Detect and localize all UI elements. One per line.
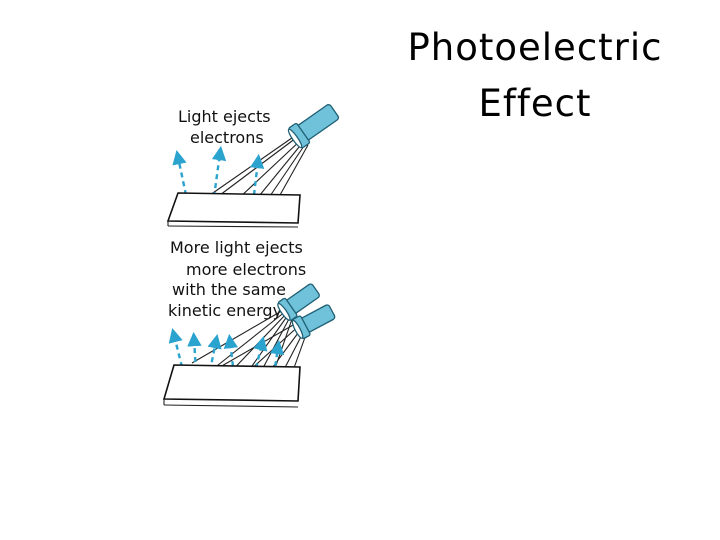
title-line-1: Photoelectric bbox=[370, 20, 700, 76]
electron-arrow bbox=[174, 335, 182, 367]
flashlight-icon bbox=[286, 101, 341, 150]
bottom-label-line-2: more electrons bbox=[186, 260, 306, 279]
bottom-label-line-3: with the same bbox=[172, 280, 286, 299]
bottom-label-line-4: kinetic energy bbox=[168, 301, 282, 320]
top-panel: Light ejects electrons bbox=[168, 101, 341, 227]
title-line-2: Effect bbox=[370, 76, 700, 132]
bottom-metal-plate bbox=[164, 365, 300, 407]
bottom-panel: More light ejects more electrons with th… bbox=[164, 238, 337, 407]
slide-title: Photoelectric Effect bbox=[370, 20, 700, 132]
top-label-line-2: electrons bbox=[190, 128, 264, 147]
electron-arrow bbox=[178, 157, 186, 195]
photoelectric-diagram: Light ejects electrons bbox=[150, 95, 350, 415]
top-metal-plate bbox=[168, 193, 300, 227]
top-label-line-1: Light ejects bbox=[178, 107, 271, 126]
electron-arrow bbox=[254, 161, 258, 195]
bottom-label-line-1: More light ejects bbox=[170, 238, 303, 257]
